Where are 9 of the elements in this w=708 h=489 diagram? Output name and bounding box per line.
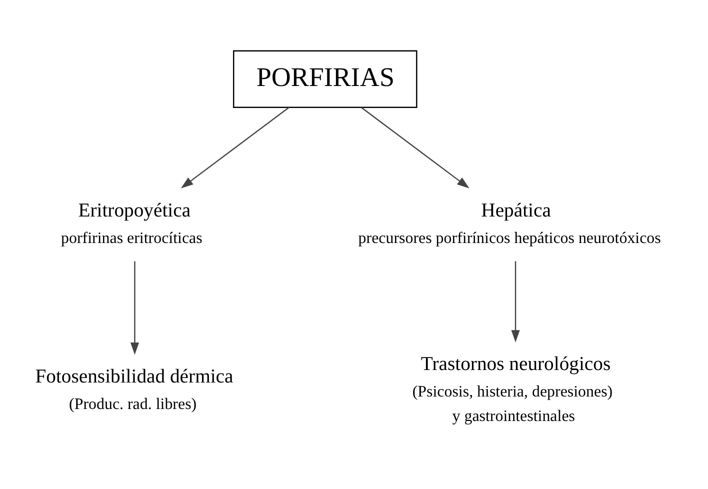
- arrow: [180, 106, 290, 188]
- arrow: [511, 260, 520, 342]
- node-text: Hepática precursores porfirínicos hepáticos neurotóxicos: [358, 199, 661, 247]
- arrow: [361, 106, 470, 188]
- node-text: Trastornos neurológicos (Psicosis, histeria, depresiones) y gastrointestinales: [412, 352, 613, 425]
- node-text: Fotosensibilidad dérmica (Produc. rad. libres): [35, 364, 234, 412]
- node-box: PORFIRIAS: [233, 50, 418, 108]
- arrow: [130, 260, 140, 354]
- node-text: Eritropoyética porfirinas eritrocíticas: [61, 199, 202, 247]
